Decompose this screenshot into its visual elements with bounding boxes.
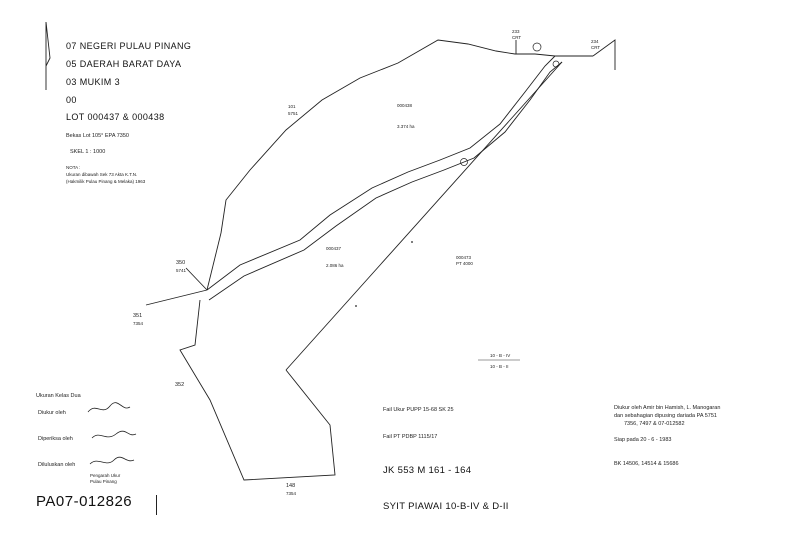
ukuran-kelas-label: Ukuran Kelas Dua <box>36 393 81 399</box>
lot-233-number: 233 <box>512 29 520 34</box>
lot-473-number: 000473 <box>456 255 472 260</box>
lot-148-ref: 7354 <box>286 491 297 496</box>
survey-mark-icon <box>460 158 468 166</box>
lot-437-area: 2.086 ha <box>326 263 344 268</box>
boundary-lot-351 <box>145 289 208 306</box>
lot-101-number: 101 <box>288 104 296 109</box>
diukur-label: Diukur oleh <box>38 410 66 416</box>
lot-350-number: 350 <box>176 260 186 266</box>
nota-line-2: (Hakmilik Pulau Pinang & Melaka) 1963 <box>66 179 146 184</box>
daerah-label: 05 DAERAH BARAT DAYA <box>66 59 182 69</box>
lot-234-number: 234 <box>591 39 599 44</box>
lot-351-number: 351 <box>133 313 143 319</box>
lot-350-ref: 5741 <box>176 268 187 273</box>
lot-438-number: 000438 <box>397 103 413 108</box>
sheet-box-top: 10 - B - IV <box>490 353 511 358</box>
diluluskan-name: Pengarah Ukur <box>90 473 121 478</box>
survey-mark-icon <box>552 60 560 68</box>
lot-101-ref: 5751 <box>288 111 299 116</box>
sheet-box-bottom: 10 - B - II <box>490 364 509 369</box>
jk-ref: JK 553 M 161 - 164 <box>383 465 472 476</box>
lot-438-area: 3.374 ha <box>397 124 415 129</box>
boundary-lot-437-south <box>179 299 336 481</box>
lot-473-ref: PT 4000 <box>456 261 473 266</box>
code-label: 00 <box>66 95 77 105</box>
signature-marks <box>87 402 137 465</box>
nota-line-1: Ukuran dibawah Sek 73 Akta K.T.N. <box>66 172 138 177</box>
diukur-note-3: 7356, 7497 & 07-012582 <box>624 421 685 427</box>
lot-233-ref: CRT <box>512 35 522 40</box>
plan-ref-divider <box>156 495 158 515</box>
boundary-lot-101-west <box>206 232 222 291</box>
bekas-lot-label: Bekas Lot 105° EPA 7350 <box>66 133 129 139</box>
boundary-east-stub <box>592 39 616 70</box>
north-arrow-icon <box>45 21 51 90</box>
lot-351-ref: 7354 <box>133 321 144 326</box>
boundary-strip-upper <box>206 55 556 291</box>
fail-ukur-ref: Fail Ukur PUPP 15-68 SK 25 <box>383 407 454 413</box>
mukim-label: 03 MUKIM 3 <box>66 77 121 87</box>
diukur-note-2: dan sebahagian dipusing dariada PA 5751 <box>614 413 717 419</box>
syit-ref: SYIT PIAWAI 10-B-IV & D-II <box>383 501 509 512</box>
scale-label: SKEL 1 : 1000 <box>70 149 106 155</box>
boundary-lot-438-north <box>220 39 593 234</box>
boundary-diagonal <box>285 61 563 371</box>
lot-234-ref: CRT <box>591 45 601 50</box>
boundary-strip-lower <box>208 61 563 301</box>
siap-date: Siap pada 20 - 6 - 1983 <box>614 437 672 443</box>
diperiksa-label: Diperiksa oleh <box>38 436 73 442</box>
plan-reference-number: PA07-012826 <box>36 493 133 510</box>
fail-pt-ref: Fail PT PDBP 1115/17 <box>383 434 438 440</box>
diluluskan-place: Pulau Pinang <box>90 479 117 484</box>
survey-mark-icon <box>532 42 542 52</box>
boundary-lot-350 <box>185 267 208 291</box>
diukur-note-1: Diukur oleh Amir bin Hamish, L. Manogara… <box>614 405 721 411</box>
nota-title: NOTA : <box>66 165 81 170</box>
bk-ref: BK 14506, 14514 & 15686 <box>614 461 679 467</box>
lot-label: LOT 000437 & 000438 <box>66 112 165 122</box>
negeri-label: 07 NEGERI PULAU PINANG <box>66 41 192 51</box>
diluluskan-label: Diluluskan oleh <box>38 462 76 468</box>
lot-437-number: 000437 <box>326 246 342 251</box>
lot-352-number: 352 <box>175 382 185 388</box>
lot-148-number: 148 <box>286 483 296 489</box>
